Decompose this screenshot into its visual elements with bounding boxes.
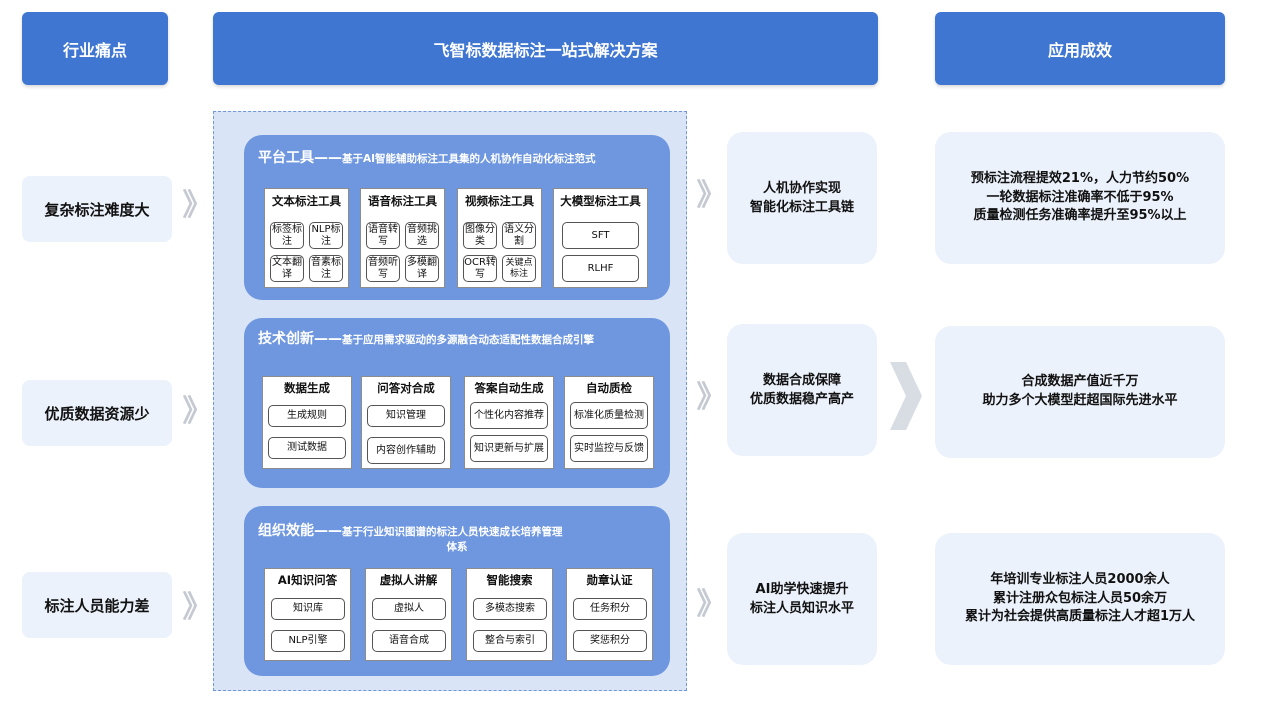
double-chevron-right-icon: 》 [182,394,213,429]
chip: 整合与索引 [473,630,547,652]
chip: 知识管理 [367,405,445,427]
chip: 实时监控与反馈 [570,435,648,462]
tool-column: 数据生成 生成规则 测试数据 [262,376,352,469]
chip: 关键点标注 [502,255,536,282]
chip: 标签标注 [270,222,304,249]
chip: 标准化质量检测 [570,402,648,429]
pain-point-2: 优质数据资源少 [22,380,172,446]
panel-platform-tools: 平台工具——基于AI智能辅助标注工具集的人机协作自动化标注范式 文本标注工具 标… [244,135,670,300]
double-chevron-right-icon: 》 [182,188,213,223]
solution-3: AI助学快速提升 标注人员知识水平 [727,533,877,665]
chip: 语音合成 [372,630,446,652]
tool-column: 智能搜索 多模态搜索 整合与索引 [466,568,553,661]
tool-column: 答案自动生成 个性化内容推荐 知识更新与扩展 [464,376,554,469]
result-2: 合成数据产值近千万 助力多个大模型赶超国际先进水平 [935,326,1225,458]
chip: 个性化内容推荐 [470,402,548,429]
chip: 测试数据 [268,437,346,459]
chip: 知识更新与扩展 [470,435,548,462]
chip: 内容创作辅助 [367,437,445,464]
chip: 音素标注 [309,255,343,282]
tool-column: 问答对合成 知识管理 内容创作辅助 [361,376,451,469]
panel-title: 平台工具——基于AI智能辅助标注工具集的人机协作自动化标注范式 [258,150,596,166]
chip: RLHF [562,255,639,282]
tool-column: 勋章认证 任务积分 奖惩积分 [566,568,653,661]
result-1: 预标注流程提效21%，人力节约50% 一轮数据标注准确率不低于95% 质量检测任… [935,132,1225,264]
tool-column: 自动质检 标准化质量检测 实时监控与反馈 [564,376,654,469]
chip: NLP引擎 [271,630,345,652]
pain-point-1: 复杂标注难度大 [22,176,172,242]
chip: 虚拟人 [372,598,446,620]
chip: 文本翻译 [270,255,304,282]
panel-tech-innovation: 技术创新——基于应用需求驱动的多源融合动态适配性数据合成引擎 数据生成 生成规则… [244,318,670,488]
result-3: 年培训专业标注人员2000余人 累计注册众包标注人员50余万 累计为社会提供高质… [935,533,1225,665]
panel-title-continued: 体系 [446,541,468,553]
tool-column: 大模型标注工具 SFT RLHF [553,188,648,288]
panel-title: 技术创新——基于应用需求驱动的多源融合动态适配性数据合成引擎 [258,331,594,347]
double-chevron-right-icon: 》 [696,178,727,213]
chip: 知识库 [271,598,345,620]
panel-title: 组织效能——基于行业知识图谱的标注人员快速成长培养管理 [258,523,563,539]
double-chevron-right-icon: 》 [696,587,727,622]
header-results: 应用成效 [935,12,1225,85]
solution-1: 人机协作实现 智能化标注工具链 [727,132,877,264]
chip: 音频听写 [366,255,400,282]
chip: OCR转写 [463,255,497,282]
chip: 音频挑选 [405,222,439,249]
tool-column: 语音标注工具 语音转写 音频挑选 音频听写 多模翻译 [360,188,445,288]
chip: 任务积分 [573,598,647,620]
double-chevron-right-icon: 》 [182,590,213,625]
chip: 多模态搜索 [473,598,547,620]
panel-org-efficiency: 组织效能——基于行业知识图谱的标注人员快速成长培养管理 体系 AI知识问答 知识… [244,506,670,676]
tool-column: 虚拟人讲解 虚拟人 语音合成 [365,568,452,661]
pain-point-3: 标注人员能力差 [22,572,172,638]
chip: 语音转写 [366,222,400,249]
chevron-right-icon [890,362,922,430]
header-pain-points: 行业痛点 [22,12,168,85]
tool-column: 文本标注工具 标签标注 NLP标注 文本翻译 音素标注 [264,188,349,288]
chip: 生成规则 [268,405,346,427]
chip: 图像分类 [463,222,497,249]
solution-2: 数据合成保障 优质数据稳产高产 [727,324,877,456]
chip: SFT [562,222,639,249]
chip: 语义分割 [502,222,536,249]
chip: 多模翻译 [405,255,439,282]
chip: 奖惩积分 [573,630,647,652]
tool-column: 视频标注工具 图像分类 语义分割 OCR转写 关键点标注 [457,188,542,288]
header-solution: 飞智标数据标注一站式解决方案 [213,12,878,85]
tool-column: AI知识问答 知识库 NLP引擎 [264,568,351,661]
chip: NLP标注 [309,222,343,249]
double-chevron-right-icon: 》 [696,380,727,415]
